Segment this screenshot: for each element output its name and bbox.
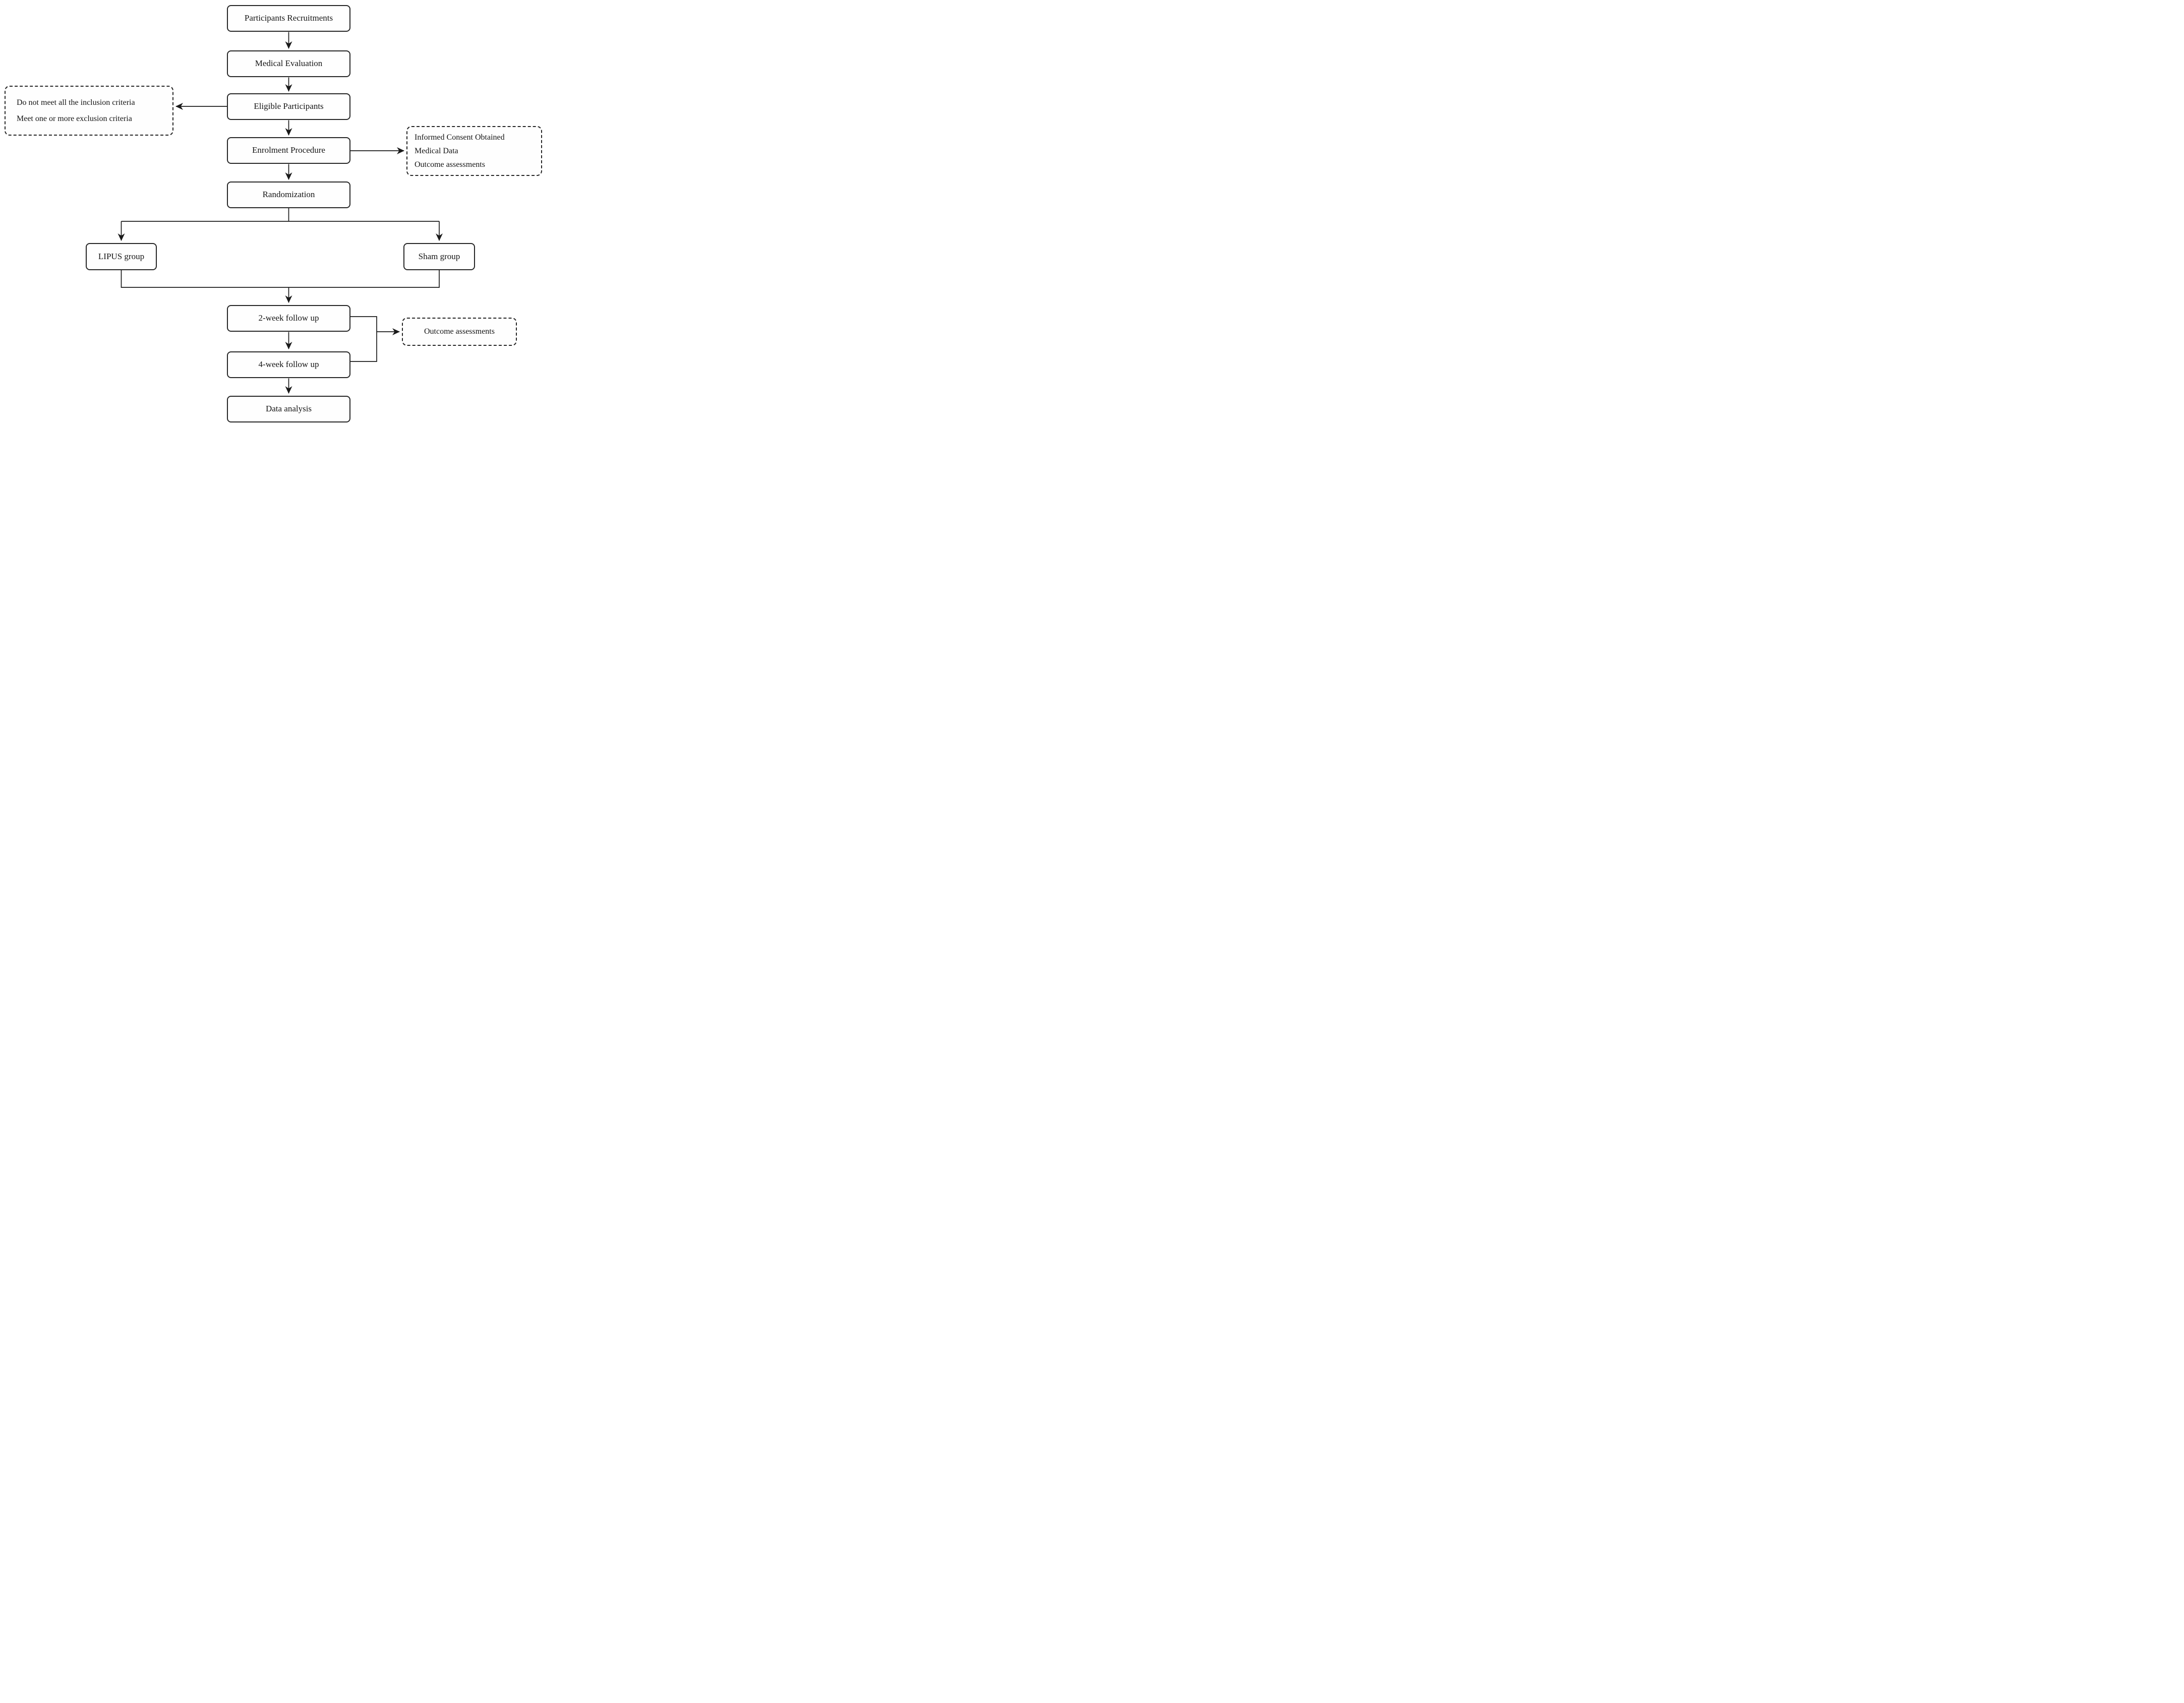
- node-label: Randomization: [262, 190, 315, 200]
- node-label: 2-week follow up: [258, 313, 319, 323]
- node-label: Enrolment Procedure: [252, 145, 325, 155]
- note-exclusion-criteria: Do not meet all the inclusion criteria M…: [5, 86, 173, 136]
- node-enrolment-procedure: Enrolment Procedure: [227, 137, 350, 164]
- node-eligible-participants: Eligible Participants: [227, 93, 350, 120]
- node-label: 4-week follow up: [258, 359, 319, 370]
- node-data-analysis: Data analysis: [227, 396, 350, 422]
- follow-up-bracket: [350, 316, 377, 362]
- node-medical-evaluation: Medical Evaluation: [227, 50, 350, 77]
- node-label: Sham group: [418, 251, 460, 261]
- note-line: Meet one or more exclusion criteria: [17, 114, 132, 123]
- flowchart-canvas: Participants Recruitments Medical Evalua…: [0, 0, 546, 426]
- node-four-week-follow-up: 4-week follow up: [227, 351, 350, 378]
- merge-connector: [121, 270, 440, 288]
- note-outcome-assessments: Outcome assessments: [402, 318, 517, 346]
- note-line: Outcome assessments: [415, 160, 485, 169]
- note-line: Do not meet all the inclusion criteria: [17, 98, 135, 107]
- note-line: Medical Data: [415, 146, 458, 155]
- note-line: Outcome assessments: [424, 327, 495, 336]
- node-two-week-follow-up: 2-week follow up: [227, 305, 350, 332]
- node-label: Medical Evaluation: [255, 58, 323, 69]
- node-sham-group: Sham group: [403, 243, 475, 270]
- node-label: Data analysis: [265, 404, 312, 414]
- node-randomization: Randomization: [227, 181, 350, 208]
- node-lipus-group: LIPUS group: [86, 243, 157, 270]
- note-enrolment-details: Informed Consent Obtained Medical Data O…: [406, 126, 542, 176]
- node-participants-recruitment: Participants Recruitments: [227, 5, 350, 32]
- node-label: Eligible Participants: [254, 101, 324, 111]
- note-line: Informed Consent Obtained: [415, 133, 505, 142]
- node-label: LIPUS group: [98, 251, 145, 261]
- node-label: Participants Recruitments: [244, 13, 333, 23]
